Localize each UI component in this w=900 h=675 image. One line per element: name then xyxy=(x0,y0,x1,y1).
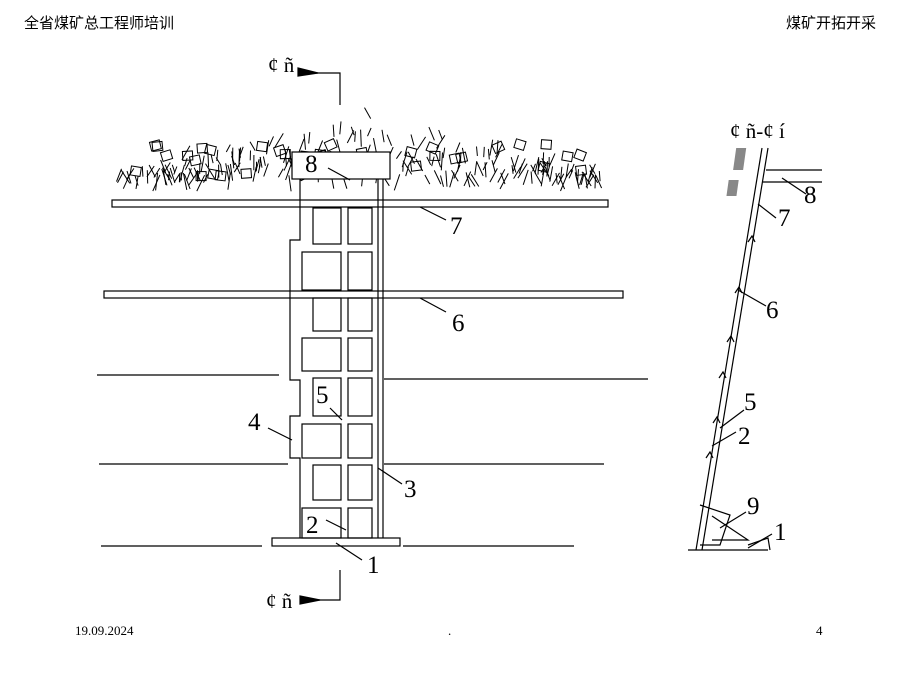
leader-8 xyxy=(327,167,351,181)
section-mark-bottom: ¢ ñ xyxy=(266,589,293,613)
roadway-6 xyxy=(103,290,624,299)
plan-label-6: 6 xyxy=(452,310,465,337)
section-label-8: 8 xyxy=(804,182,817,209)
section-bottom-right xyxy=(747,537,771,551)
section-view xyxy=(688,147,822,551)
section-cut-line-top xyxy=(300,72,341,105)
plan-label-5: 5 xyxy=(316,382,329,409)
section-bottom-structure xyxy=(699,504,731,546)
section-arrow-top xyxy=(297,67,319,77)
footer-date: 19.09.2024 xyxy=(75,623,134,638)
section-inner-line xyxy=(701,147,769,551)
shaft-cells xyxy=(301,207,373,539)
plan-view xyxy=(97,67,648,605)
page-number: 4 xyxy=(816,623,823,638)
plan-label-1: 1 xyxy=(367,552,380,579)
section-arrow-bottom xyxy=(299,595,321,605)
section-level-notches xyxy=(705,234,756,459)
section-label-6: 6 xyxy=(766,297,779,324)
header-course-title: 全省煤矿总工程师培训 xyxy=(24,16,175,32)
section-label-5: 5 xyxy=(744,389,757,416)
section-cut-line-bottom xyxy=(300,570,341,601)
section-outer-line xyxy=(695,147,763,551)
section-leader-9 xyxy=(719,511,747,529)
leader-1 xyxy=(335,542,363,561)
shaft-outline-left xyxy=(289,179,301,538)
plan-label-2: 2 xyxy=(306,512,319,539)
leader-5 xyxy=(329,407,343,421)
leader-2 xyxy=(325,519,347,531)
plan-label-8: 8 xyxy=(305,151,318,178)
plan-label-7: 7 xyxy=(450,213,463,240)
section-mark-side: ¢ ñ-¢ í xyxy=(730,119,785,143)
leader-7 xyxy=(419,206,447,221)
section-label-7: 7 xyxy=(778,205,791,232)
section-label-9: 9 xyxy=(747,493,760,520)
section-bottom-structure-2 xyxy=(711,515,750,541)
leader-4 xyxy=(267,427,293,441)
leader-3 xyxy=(377,467,403,485)
section-label-2: 2 xyxy=(738,423,751,450)
roadway-7 xyxy=(111,199,609,208)
section-leader-1 xyxy=(747,533,773,549)
plan-label-3: 3 xyxy=(404,476,417,503)
section-mark-top: ¢ ñ xyxy=(268,53,295,77)
section-surface-shade xyxy=(733,148,747,170)
section-label-1: 1 xyxy=(774,519,787,546)
footer-separator: . xyxy=(448,623,452,638)
section-leader-5 xyxy=(719,409,745,429)
leader-6 xyxy=(419,297,447,313)
section-leader-2 xyxy=(711,431,737,447)
base-plate-1 xyxy=(271,537,401,547)
header-topic-title: 煤矿开拓开采 xyxy=(785,16,876,32)
section-leader-7 xyxy=(757,203,777,219)
section-leader-8 xyxy=(781,177,807,195)
section-surface-shade-2 xyxy=(726,180,739,196)
section-leader-6 xyxy=(737,289,767,307)
plan-label-4: 4 xyxy=(248,409,261,436)
